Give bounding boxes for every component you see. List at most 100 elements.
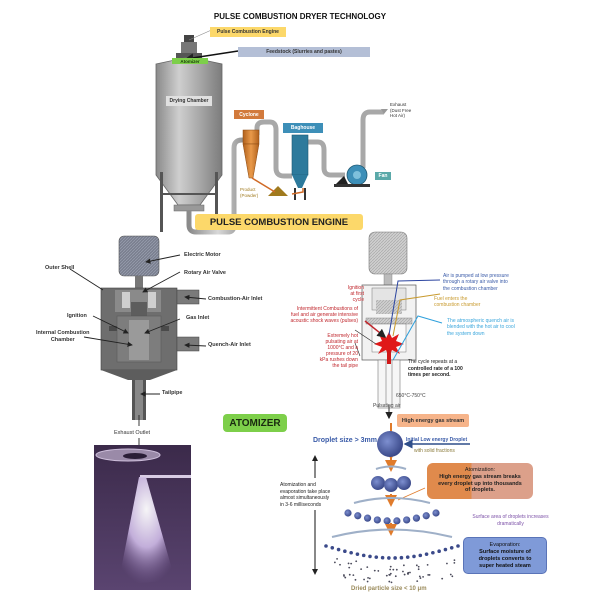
- engine-motor-top: [184, 35, 194, 43]
- atom-line: every droplet up into thousands: [438, 480, 522, 487]
- small-droplet: [424, 552, 429, 556]
- engine-heading: PULSE COMBUSTION ENGINE: [195, 214, 363, 230]
- label-dried-particle-size: Dried particle size < 10 μm: [351, 586, 427, 592]
- dried-particle: [336, 557, 338, 560]
- dried-particle: [343, 575, 345, 577]
- label-atomizer: Atomizer: [172, 58, 208, 64]
- label-combustion-air-inlet: Combustion-Air Inlet: [208, 296, 263, 302]
- dried-particle: [419, 577, 422, 579]
- atom-line: of droplets.: [465, 487, 495, 494]
- dried-particle: [403, 573, 406, 576]
- label-solid-fractions: with solid fractions: [414, 448, 455, 454]
- dried-particle: [446, 562, 448, 565]
- small-droplet: [330, 545, 335, 550]
- dried-particle: [352, 574, 355, 576]
- ann-line: the system down: [447, 330, 485, 337]
- label-surface-area: Surface area of droplets increases drama…: [453, 514, 568, 528]
- label-gas-inlet: Gas Inlet: [186, 315, 210, 321]
- small-droplet: [374, 555, 379, 559]
- timing-line: almost simultaneously: [280, 495, 330, 501]
- small-droplet: [336, 547, 341, 552]
- label-outer-shell: Outer Shell: [45, 265, 75, 271]
- ann-line: pulsating air at: [325, 339, 358, 345]
- droplet: [344, 509, 352, 517]
- dried-particle: [394, 575, 397, 578]
- ann-line: blended with the hot air to cool: [447, 324, 515, 331]
- small-droplet: [380, 555, 385, 560]
- ann-line: cycle: [352, 297, 364, 303]
- dried-particle: [377, 570, 380, 572]
- dried-particle: [418, 575, 421, 578]
- dried-particle: [417, 565, 420, 568]
- small-droplet: [431, 550, 435, 555]
- dried-particle: [363, 578, 365, 581]
- quench-air-inlet: [176, 336, 200, 352]
- dried-particle: [360, 568, 363, 571]
- label-product: Product (Powder): [240, 187, 258, 198]
- droplet: [383, 517, 391, 525]
- dried-particle: [449, 573, 452, 576]
- dried-particle: [428, 574, 431, 576]
- droplet: [403, 516, 411, 524]
- dried-particle: [453, 559, 456, 562]
- atomizer-photo: [94, 445, 191, 590]
- small-droplet: [437, 549, 441, 554]
- dried-particle: [392, 568, 395, 571]
- ann-line: Fuel enters the: [434, 296, 468, 302]
- annotation-hot-air: Extremely hot pulsating air at 1000°C an…: [310, 333, 358, 369]
- droplet: [412, 514, 421, 522]
- ann-line: the combustion chamber: [443, 285, 498, 292]
- dried-particle: [347, 562, 350, 565]
- chamber-line: Internal Combustion: [36, 330, 90, 336]
- electric-motor: [118, 235, 160, 277]
- annotation-ignition-first-cycle: Ignition at first cycle: [334, 285, 364, 303]
- dried-particle: [451, 575, 454, 578]
- engine-cross-section: [100, 235, 200, 420]
- dried-particle: [366, 580, 369, 583]
- engine-body: [181, 42, 197, 54]
- small-droplet: [456, 544, 460, 548]
- dried-particle: [388, 580, 391, 583]
- exhaust-line: (Dust Free: [390, 107, 412, 113]
- ann-line: acoustic shock waves (pulses): [290, 318, 358, 324]
- dried-particle: [373, 569, 376, 572]
- timing-line: evaporation take place: [280, 488, 331, 495]
- ann-line: the tail pipe: [332, 363, 358, 369]
- small-droplet: [405, 555, 410, 559]
- page-title: PULSE COMBUSTION DRYER TECHNOLOGY: [213, 12, 387, 21]
- droplet: [432, 509, 440, 517]
- small-droplet: [361, 553, 366, 558]
- dried-particle: [441, 577, 444, 580]
- atomization-box: Atomization: High energy gas stream brea…: [427, 463, 533, 499]
- annotation-fuel-enters: Fuel enters the combustion chamber: [434, 296, 480, 309]
- ann-line: Intermittent Combustions of: [296, 306, 358, 312]
- droplet: [354, 512, 362, 520]
- dried-particle: [389, 565, 392, 568]
- dried-particle: [395, 568, 398, 571]
- engine-diagram-right: [361, 231, 417, 420]
- ann-line: fuel and air generate intensive: [291, 312, 358, 318]
- dried-particle: [390, 581, 393, 584]
- chamber-line: Chamber: [50, 337, 75, 343]
- ann-line: through a rotary air valve into: [443, 279, 508, 286]
- droplet: [373, 516, 381, 524]
- ann-line: times per second.: [408, 372, 451, 378]
- dried-particle: [385, 574, 388, 577]
- small-droplet: [368, 554, 372, 559]
- cyclone-body: [242, 129, 260, 145]
- dried-particle: [422, 576, 424, 578]
- evap-line: Evaporation:: [489, 542, 521, 548]
- ann-line: combustion chamber: [434, 302, 481, 309]
- label-pulse-combustion-engine: Pulse Combustion Engine: [210, 27, 286, 37]
- engine-right-leaders: [354, 279, 443, 361]
- small-droplet: [387, 556, 391, 560]
- label-drying-chamber: Drying Chamber: [166, 96, 212, 106]
- dried-particle: [409, 571, 411, 574]
- label-droplet-size: Droplet size > 3mm: [313, 437, 377, 444]
- atom-line: High energy gas stream breaks: [439, 473, 521, 480]
- dryer-system: [155, 27, 388, 235]
- small-droplet: [324, 544, 328, 548]
- label-rotary-air-valve: Rotary Air Valve: [184, 270, 226, 276]
- evaporation-box: Evaporation: Surface moisture of droplet…: [463, 537, 547, 574]
